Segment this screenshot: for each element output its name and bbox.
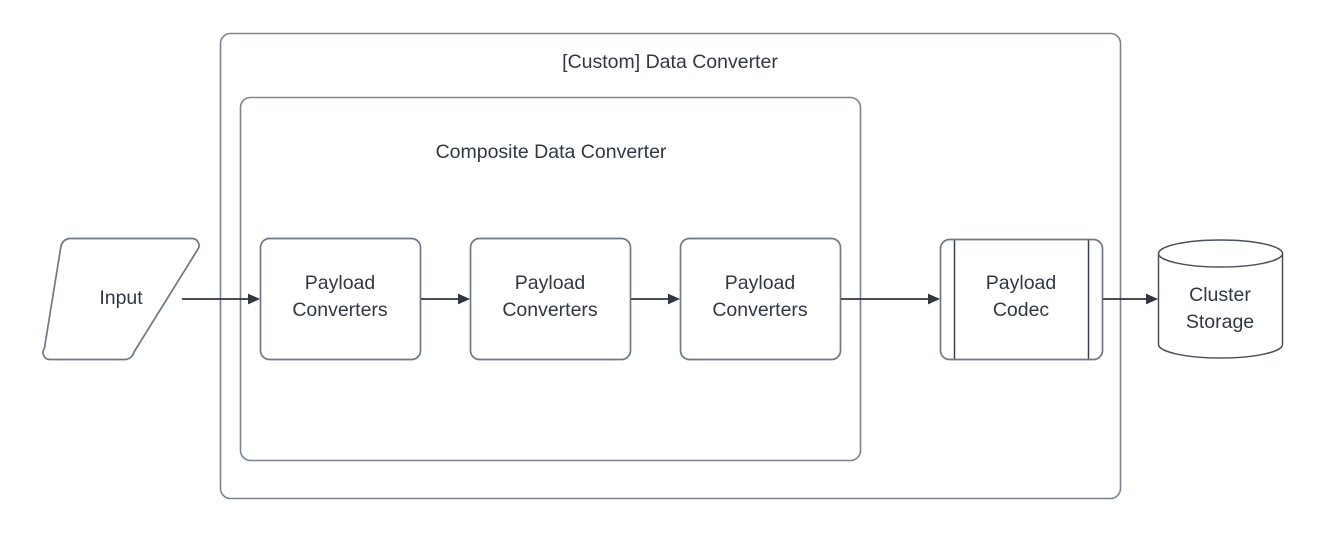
node-cluster-storage-label-line2: Storage — [1186, 311, 1254, 333]
node-input-shape — [42, 237, 200, 361]
container-custom-data-converter-label: [Custom] Data Converter — [562, 51, 778, 73]
node-payload-converters-1-shape — [259, 237, 422, 361]
connector-payload-converters-3-to-payload-codec — [841, 293, 940, 305]
node-payload-converters-1[interactable]: Payload Converters — [259, 237, 422, 361]
node-payload-converters-2-label-line1: Payload — [515, 272, 585, 294]
node-cluster-storage-top-ellipse — [1157, 239, 1284, 268]
connector-payload-converters-3-to-payload-codec-arrowhead — [928, 293, 940, 305]
node-input-label: Input — [99, 287, 143, 309]
container-composite-data-converter-label: Composite Data Converter — [436, 141, 667, 163]
node-payload-converters-3[interactable]: Payload Converters — [679, 237, 842, 361]
connector-payload-converters-1-to-2 — [421, 293, 470, 305]
node-payload-converters-3-shape — [679, 237, 842, 361]
node-cluster-storage[interactable]: Cluster Storage — [1157, 239, 1284, 359]
node-payload-codec-label-line1: Payload — [986, 272, 1056, 294]
node-payload-converters-3-label-line1: Payload — [725, 272, 795, 294]
node-payload-converters-2-label-line2: Converters — [502, 299, 598, 321]
connector-payload-converters-1-to-2-arrowhead — [458, 293, 470, 305]
node-payload-codec[interactable]: Payload Codec — [939, 238, 1104, 361]
connector-payload-codec-to-cluster-storage — [1103, 293, 1158, 305]
connector-payload-converters-2-to-3 — [631, 293, 680, 305]
node-payload-converters-1-label-line2: Converters — [292, 299, 388, 321]
node-payload-codec-shape — [939, 238, 1104, 361]
connector-input-to-payload-converters-1 — [182, 293, 260, 305]
node-payload-converters-1-label-line1: Payload — [305, 272, 375, 294]
node-payload-converters-3-label-line2: Converters — [712, 299, 808, 321]
connector-input-to-payload-converters-1-arrowhead — [248, 293, 260, 305]
node-input[interactable]: Input — [42, 237, 200, 361]
connector-payload-converters-2-to-3-arrowhead — [668, 293, 680, 305]
node-cluster-storage-label-line1: Cluster — [1189, 284, 1251, 306]
node-payload-converters-2-shape — [469, 237, 632, 361]
connector-payload-codec-to-cluster-storage-arrowhead — [1146, 293, 1158, 305]
node-payload-codec-label-line2: Codec — [993, 299, 1050, 321]
node-cluster-storage-body — [1157, 252, 1284, 359]
node-payload-converters-2[interactable]: Payload Converters — [469, 237, 632, 361]
